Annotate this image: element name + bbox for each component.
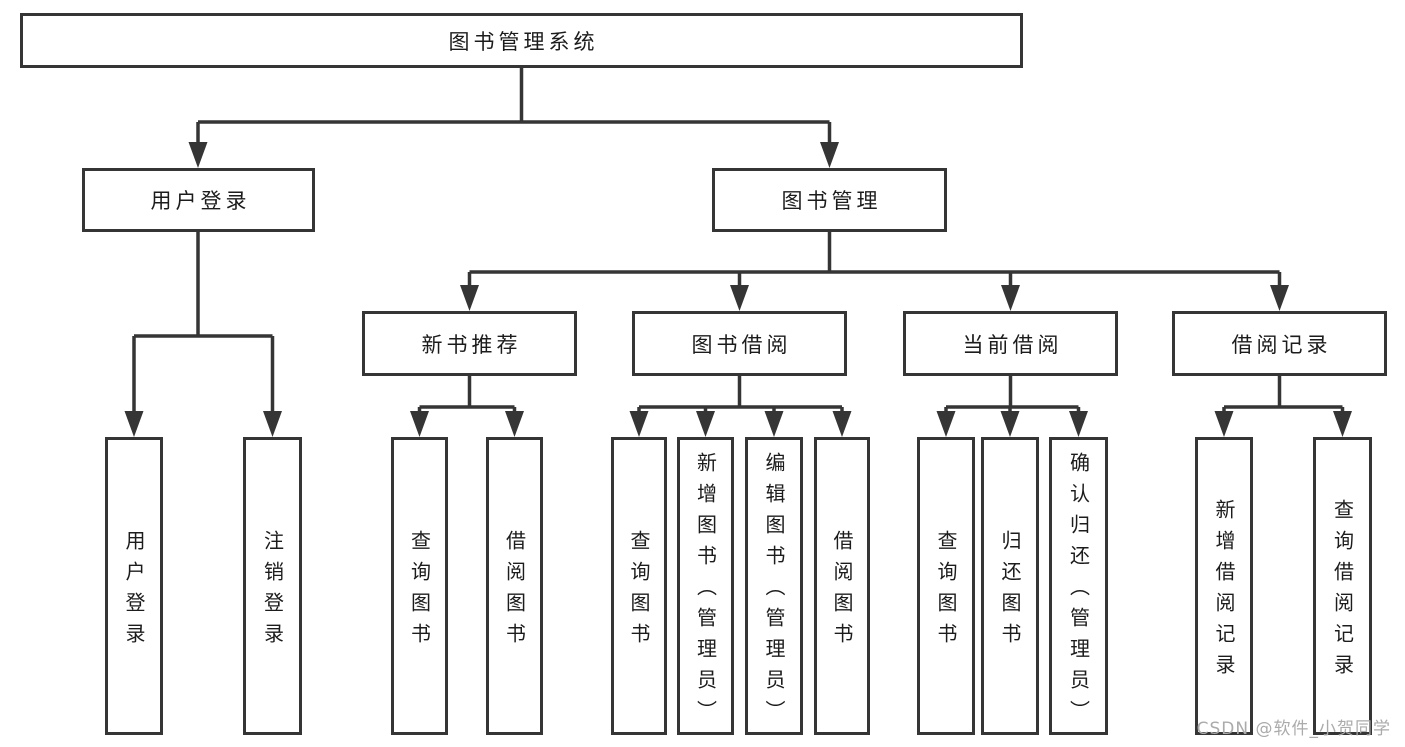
leaf-bb-edit-books-admin: 编辑图书（管理员） (745, 437, 803, 735)
csdn-watermark: CSDN @软件_小贺同学 (1196, 719, 1391, 739)
leaf-cb-confirm-return-admin-label: 确认归还（管理员） (1066, 452, 1091, 731)
leaf-bb-borrow-books-label: 借阅图书 (830, 529, 854, 654)
leaf-cb-query-books-label: 查询图书 (934, 529, 958, 654)
leaf-cb-query-books: 查询图书 (917, 437, 975, 735)
leaf-logout: 注销登录 (243, 437, 302, 735)
node-current-borrowing: 当前借阅 (903, 311, 1118, 376)
leaf-cb-confirm-return-admin: 确认归还（管理员） (1049, 437, 1108, 735)
node-user-login: 用户登录 (82, 168, 315, 232)
leaf-bb-add-books-admin: 新增图书（管理员） (677, 437, 734, 735)
leaf-br-add-record-label: 新增借阅记录 (1212, 498, 1236, 685)
leaf-logout-label: 注销登录 (260, 529, 285, 654)
leaf-br-query-record: 查询借阅记录 (1313, 437, 1372, 735)
leaf-bb-edit-books-admin-label: 编辑图书（管理员） (762, 452, 786, 731)
leaf-cb-return-books-label: 归还图书 (998, 529, 1022, 654)
leaf-rec-borrow-books-label: 借阅图书 (502, 529, 527, 654)
leaf-user-login-label: 用户登录 (122, 529, 146, 654)
leaf-rec-borrow-books: 借阅图书 (486, 437, 543, 735)
leaf-bb-borrow-books: 借阅图书 (814, 437, 870, 735)
leaf-user-login: 用户登录 (105, 437, 163, 735)
node-book-management: 图书管理 (712, 168, 947, 232)
leaf-rec-query-books: 查询图书 (391, 437, 448, 735)
node-new-book-recommend: 新书推荐 (362, 311, 577, 376)
leaf-cb-return-books: 归还图书 (981, 437, 1039, 735)
leaf-bb-add-books-admin-label: 新增图书（管理员） (693, 452, 718, 731)
node-library-system: 图书管理系统 (20, 13, 1023, 68)
leaf-rec-query-books-label: 查询图书 (407, 529, 432, 654)
node-book-borrowing: 图书借阅 (632, 311, 847, 376)
node-borrowing-records: 借阅记录 (1172, 311, 1387, 376)
leaf-bb-query-books-label: 查询图书 (627, 529, 651, 654)
leaf-bb-query-books: 查询图书 (611, 437, 667, 735)
leaf-br-query-record-label: 查询借阅记录 (1330, 498, 1355, 685)
leaf-br-add-record: 新增借阅记录 (1195, 437, 1253, 735)
